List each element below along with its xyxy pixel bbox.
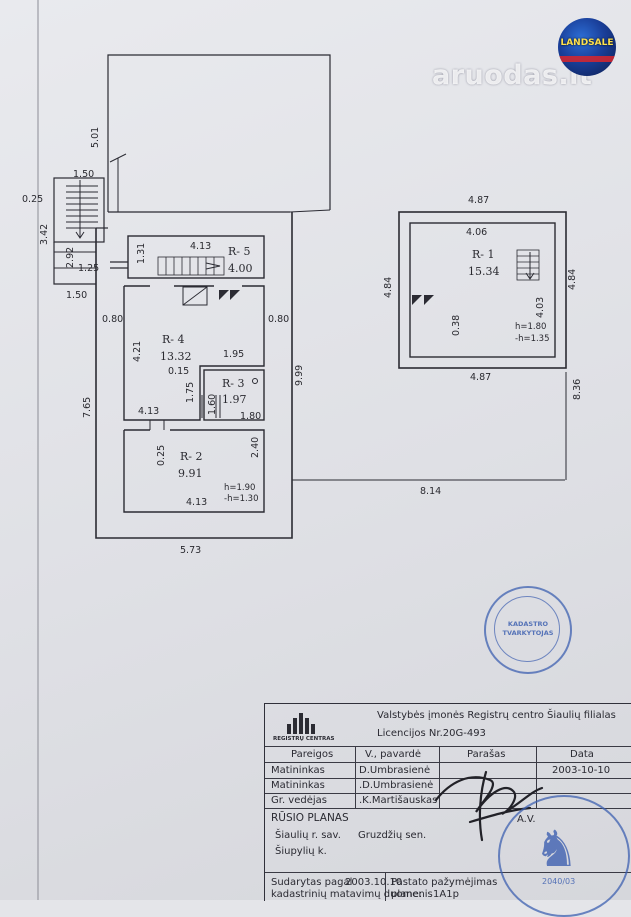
dim-1-50-top: 1.50 xyxy=(73,169,94,180)
dim-4-13-r4: 4.13 xyxy=(138,406,159,417)
dim-5-01: 5.01 xyxy=(90,127,101,148)
row-1-date: 2003-10-10 xyxy=(552,765,611,776)
room-r5-area: 4.00 xyxy=(228,262,253,275)
title-block: REGISTRŲ CENTRAS Valstybės įmonės Regist… xyxy=(264,703,631,901)
compiled-date: 2003.10.10 xyxy=(345,877,403,888)
dim-1-75: 1.75 xyxy=(185,382,196,403)
dim-4-13-r2: 4.13 xyxy=(186,497,207,508)
room-r4-area: 13.32 xyxy=(160,350,192,363)
landsale-logo: LANDSALE xyxy=(558,18,616,76)
license-number: Licencijos Nr.20G-493 xyxy=(377,728,486,739)
room-r3-id: R- 3 xyxy=(222,377,245,390)
dim-4-13-r5: 4.13 xyxy=(190,241,211,252)
dim-7-65: 7.65 xyxy=(82,397,93,418)
dim-4-21: 4.21 xyxy=(132,341,143,362)
room-r2-height: h=1.90 xyxy=(224,483,255,493)
room-r1-height-min: -h=1.35 xyxy=(515,334,550,344)
dim-4-06: 4.06 xyxy=(466,227,487,238)
dim-1-95: 1.95 xyxy=(223,349,244,360)
dim-9-99: 9.99 xyxy=(294,365,305,386)
dim-0-80-right: 0.80 xyxy=(268,314,289,325)
building-code: 1A1p xyxy=(433,889,459,900)
dim-0-80-left: 0.80 xyxy=(102,314,123,325)
compiled-label: Sudarytas pagal xyxy=(271,877,353,888)
header-name: V., pavardė xyxy=(365,749,422,760)
row-1-role: Matininkas xyxy=(271,765,325,776)
village: Šiupylių k. xyxy=(275,846,327,857)
building-label: Pastato pažymėjimas xyxy=(391,877,498,888)
row-1-name: D.Umbrasienė xyxy=(359,765,431,776)
room-r2-height-min: -h=1.30 xyxy=(224,494,259,504)
row-2-role: Matininkas xyxy=(271,780,325,791)
eldership: Gruzdžių sen. xyxy=(358,830,427,841)
dim-2-92: 2.92 xyxy=(65,247,76,268)
row-3-name: .K.Martišauskas xyxy=(359,795,438,806)
room-r1-area: 15.34 xyxy=(468,265,500,278)
building-plan-label: plane: xyxy=(391,889,423,900)
dim-4-84-left: 4.84 xyxy=(383,277,394,298)
room-r3-area: 1.97 xyxy=(222,393,247,406)
dim-1-80: 1.80 xyxy=(240,411,261,422)
dim-5-73: 5.73 xyxy=(180,545,201,556)
dim-0-25-r2: 0.25 xyxy=(156,445,167,466)
municipality: Šiaulių r. sav. xyxy=(275,830,341,841)
row-2-name: .D.Umbrasienė xyxy=(359,780,434,791)
stamp-line-2: TVARKYTOJAS xyxy=(502,629,554,637)
dim-0-38: 0.38 xyxy=(451,315,462,336)
room-r1-height: h=1.80 xyxy=(515,322,546,332)
vytis-knight-icon: ♞ xyxy=(534,820,579,878)
dim-8-14: 8.14 xyxy=(420,486,441,497)
row-3-role: Gr. vedėjas xyxy=(271,795,327,806)
dim-4-87-bottom: 4.87 xyxy=(470,372,491,383)
room-r1-id: R- 1 xyxy=(472,248,495,261)
dim-4-03: 4.03 xyxy=(535,297,546,318)
cadastre-stamp: KADASTRO TVARKYTOJAS xyxy=(484,586,572,674)
header-role: Pareigos xyxy=(291,749,334,760)
vytis-seal-stamp: ♞ 2040/03 xyxy=(498,795,630,917)
room-r2-id: R- 2 xyxy=(180,450,203,463)
landsale-logo-text: LANDSALE xyxy=(560,38,614,48)
seal-year: 2040/03 xyxy=(542,877,576,886)
room-r5-id: R- 5 xyxy=(228,245,251,258)
dim-4-87-top: 4.87 xyxy=(468,195,489,206)
header-signature: Parašas xyxy=(467,749,506,760)
room-r2-area: 9.91 xyxy=(178,467,203,480)
dim-1-50-bottom: 1.50 xyxy=(66,290,87,301)
compiled-basis: kadastrinių matavimų duomenis xyxy=(271,889,433,900)
dim-3-42: 3.42 xyxy=(39,224,50,245)
room-r4-id: R- 4 xyxy=(162,333,185,346)
dim-0-15: 0.15 xyxy=(168,366,189,377)
dim-1-60: 1.60 xyxy=(207,394,218,415)
org-name: Valstybės įmonės Registrų centro Šiaulių… xyxy=(377,710,616,721)
dim-1-25: 1.25 xyxy=(78,263,99,274)
dim-1-31: 1.31 xyxy=(136,243,147,264)
dim-2-40: 2.40 xyxy=(250,437,261,458)
logo-caption: REGISTRŲ CENTRAS xyxy=(273,736,335,742)
dim-8-36: 8.36 xyxy=(572,379,583,400)
plan-title: RŪSIO PLANAS xyxy=(271,812,349,824)
dim-0-25-left: 0.25 xyxy=(22,194,43,205)
header-date: Data xyxy=(570,749,594,760)
registru-centras-logo-icon xyxy=(287,713,315,734)
dim-4-84-right: 4.84 xyxy=(567,269,578,290)
stamp-line-1: KADASTRO xyxy=(507,620,549,628)
